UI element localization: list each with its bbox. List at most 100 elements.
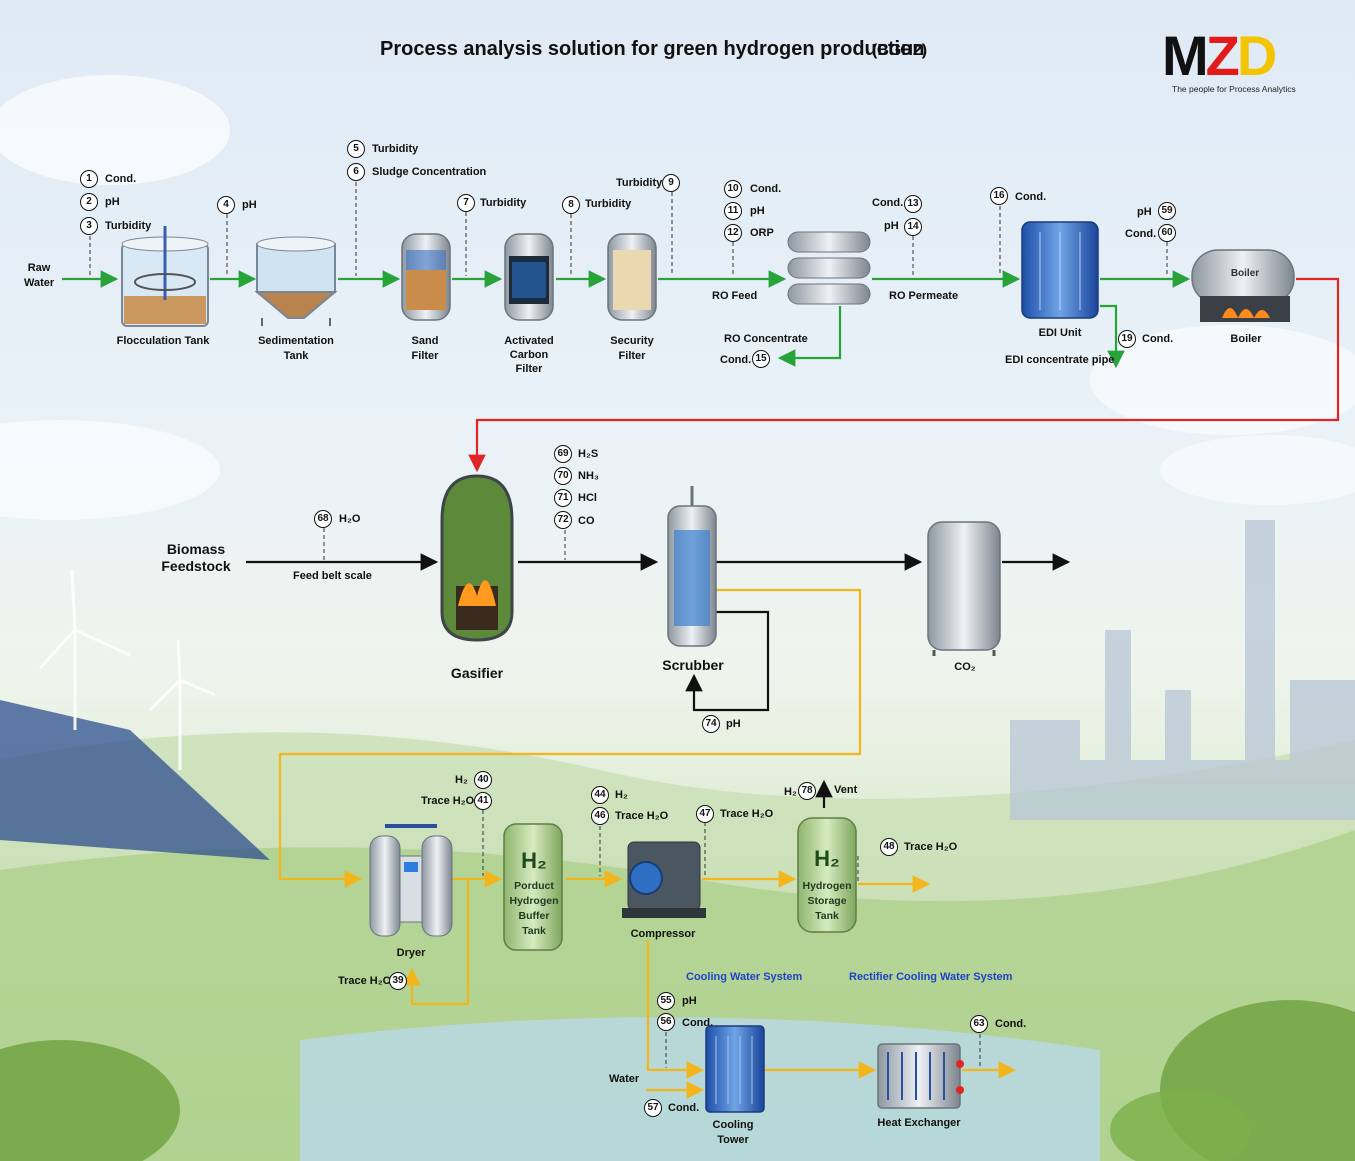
rectifier-cooling-system-label: Rectifier Cooling Water System xyxy=(849,971,1013,983)
point-11-label: pH xyxy=(750,205,765,217)
heat-exchanger-icon xyxy=(877,1043,964,1109)
point-56-marker: 56 xyxy=(657,1013,675,1031)
point-57-label: Cond. xyxy=(668,1102,700,1114)
point-71-marker: 71 xyxy=(554,489,572,507)
point-40-label: H₂ xyxy=(455,774,468,786)
point-5-marker: 5 xyxy=(347,140,365,158)
point-3-label: Turbidity xyxy=(105,220,152,232)
edi-unit-icon xyxy=(1021,221,1099,319)
dryer-icon xyxy=(369,824,453,937)
carbon-filter-label: Activated Carbon Filter xyxy=(504,335,554,375)
boiler-tag: Boiler xyxy=(1230,268,1260,279)
point-63-label: Cond. xyxy=(995,1018,1027,1030)
point-74-marker: 74 xyxy=(702,715,720,733)
point-56-label: Cond. xyxy=(682,1017,714,1029)
point-3-marker: 3 xyxy=(80,217,98,235)
co2-label: CO₂ xyxy=(954,661,976,673)
gasifier-label: Gasifier xyxy=(450,665,504,681)
point-6-marker: 6 xyxy=(347,163,365,181)
title-code: (BGH2) xyxy=(872,42,928,59)
point-47-marker: 47 xyxy=(696,805,714,823)
point-5-label: Turbidity xyxy=(372,143,419,155)
point-40-marker: 40 xyxy=(474,771,492,789)
boiler-icon xyxy=(1191,249,1295,322)
point-9-label: Turbidity xyxy=(616,177,663,189)
point-4-marker: 4 xyxy=(217,196,235,214)
point-15-marker: 15 xyxy=(752,350,770,368)
point-2-marker: 2 xyxy=(80,193,98,211)
security-filter-label: Security Filter xyxy=(610,335,654,362)
factory-icon xyxy=(1010,520,1355,820)
point-68-marker: 68 xyxy=(314,510,332,528)
sedimentation-tank-label: Sedimentation Tank xyxy=(258,335,334,362)
point-69-label: H₂S xyxy=(578,448,599,460)
boiler-label: Boiler xyxy=(1230,333,1262,345)
point-78-label: H₂ xyxy=(784,786,797,798)
point-19-label: Cond. xyxy=(1142,333,1174,345)
point-55-label: pH xyxy=(682,995,697,1007)
scrubber-label: Scrubber xyxy=(662,657,724,673)
point-48-marker: 48 xyxy=(880,838,898,856)
storage-tank-label: Hydrogen Storage Tank xyxy=(802,880,852,922)
point-46-marker: 46 xyxy=(591,807,609,825)
gasifier-icon xyxy=(440,474,514,642)
feed-belt-label: Feed belt scale xyxy=(293,570,372,582)
activated-carbon-filter-icon xyxy=(504,233,554,321)
point-63-marker: 63 xyxy=(970,1015,988,1033)
point-48-label: Trace H₂O xyxy=(904,841,958,853)
point-13-label: Cond. xyxy=(872,197,904,209)
solar-panels-icon xyxy=(0,700,270,860)
point-60-marker: 60 xyxy=(1158,224,1176,242)
point-57-marker: 57 xyxy=(644,1099,662,1117)
point-60-label: Cond. xyxy=(1125,228,1157,240)
scrubber-icon xyxy=(667,486,717,647)
point-14-label: pH xyxy=(884,220,899,232)
point-39-label: Trace H₂O xyxy=(338,975,392,987)
point-72-label: CO xyxy=(578,515,595,527)
point-71-label: HCl xyxy=(578,492,597,504)
biomass-feedstock-label: Biomass Feedstock xyxy=(161,541,231,574)
water-label: Water xyxy=(609,1073,640,1085)
point-8-label: Turbidity xyxy=(585,198,632,210)
ro-concentrate-label: RO Concentrate xyxy=(724,333,808,345)
raw-water-label: Raw Water xyxy=(24,262,55,289)
buffer-tank-label: Porduct Hydrogen Buffer Tank xyxy=(509,880,559,937)
compressor-label: Compressor xyxy=(630,928,696,940)
point-55-marker: 55 xyxy=(657,992,675,1010)
point-59-marker: 59 xyxy=(1158,202,1176,220)
edi-concentrate-pipe-label: EDI concentrate pipe xyxy=(1005,354,1115,366)
point-16-marker: 16 xyxy=(990,187,1008,205)
mzd-logo: MZD The people for Process Analytics xyxy=(1162,26,1312,106)
point-47-label: Trace H₂O xyxy=(720,808,774,820)
point-70-marker: 70 xyxy=(554,467,572,485)
point-74-label: pH xyxy=(726,718,741,730)
point-19-marker: 19 xyxy=(1118,330,1136,348)
ro-feed-label: RO Feed xyxy=(712,290,758,302)
point-10-marker: 10 xyxy=(724,180,742,198)
cooling-tower-label: Cooling Tower xyxy=(712,1119,754,1146)
logo-text: MZD xyxy=(1162,24,1277,87)
hydrogen-storage-tank-icon xyxy=(797,817,857,933)
ro-permeate-label: RO Permeate xyxy=(889,290,959,302)
point-8-marker: 8 xyxy=(562,196,580,214)
page-title: Process analysis solution for green hydr… xyxy=(380,38,925,60)
point-9-marker: 9 xyxy=(662,174,680,192)
flocculation-tank-label: Flocculation Tank xyxy=(116,335,210,347)
point-16-label: Cond. xyxy=(1015,191,1047,203)
dryer-label: Dryer xyxy=(396,947,426,959)
sand-filter-icon xyxy=(401,233,451,321)
point-7-marker: 7 xyxy=(457,194,475,212)
point-69-marker: 69 xyxy=(554,445,572,463)
point-14-marker: 14 xyxy=(904,218,922,236)
edi-unit-label: EDI Unit xyxy=(1038,327,1082,339)
heat-exchanger-label: Heat Exchanger xyxy=(877,1117,961,1129)
point-12-marker: 12 xyxy=(724,224,742,242)
ro-membrane-icon xyxy=(787,231,871,305)
logo-tagline: The people for Process Analytics xyxy=(1172,84,1296,94)
security-filter-icon xyxy=(607,233,657,321)
storage-h2-glyph: H₂ xyxy=(814,846,840,871)
hydrogen-buffer-tank-icon xyxy=(503,823,563,951)
point-10-label: Cond. xyxy=(750,183,782,195)
